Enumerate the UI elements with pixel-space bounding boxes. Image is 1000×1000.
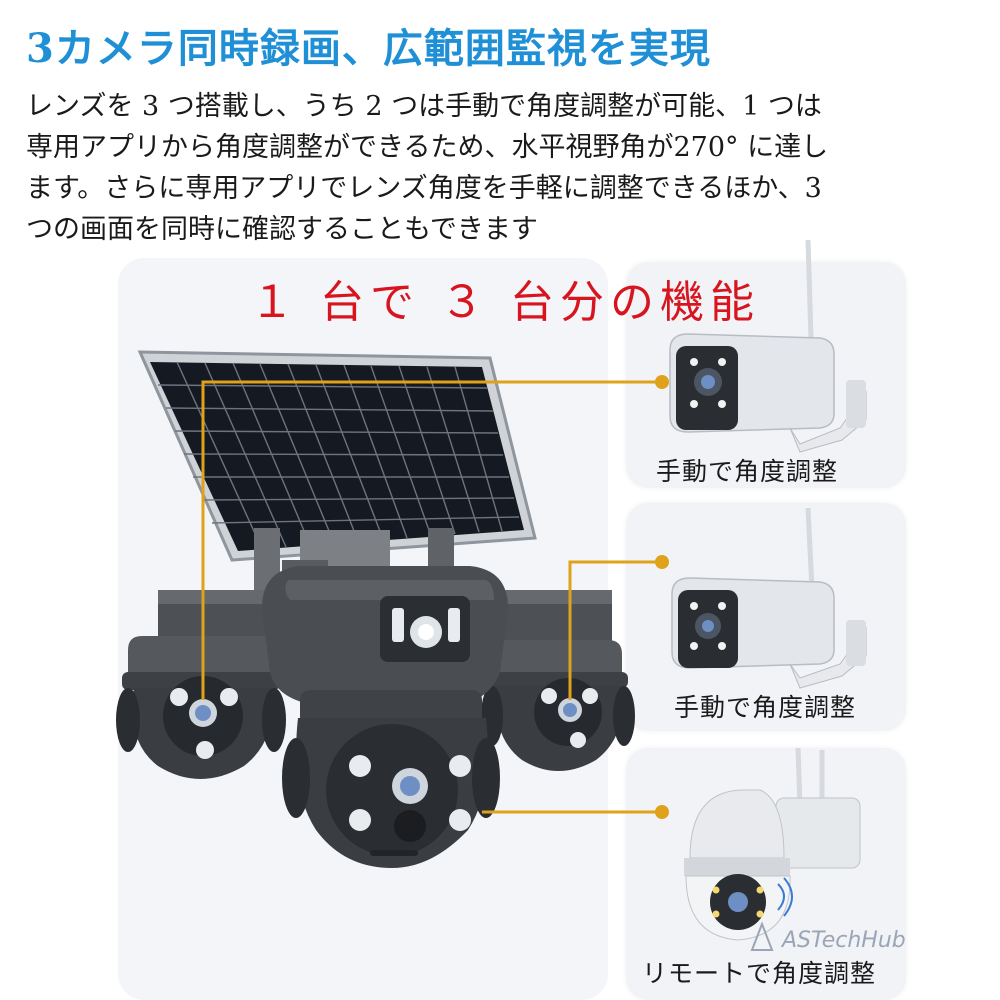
watermark-logo-icon bbox=[750, 921, 774, 951]
description-line: 専用アプリから角度調整ができるため、水平視野角が270° に達し bbox=[26, 132, 829, 163]
card-label-1: 手動で角度調整 bbox=[656, 457, 839, 486]
connector-lines bbox=[201, 380, 662, 814]
bullet-camera-icon bbox=[671, 507, 867, 689]
description-line: レンズを 3 つ搭載し、うち 2 つは手動で角度調整が可能、1 つは bbox=[26, 91, 822, 122]
center-camera-icon bbox=[262, 566, 508, 868]
connector-dot bbox=[655, 555, 669, 569]
headline: 3カメラ同時録画、広範囲監視を実現 bbox=[26, 25, 711, 72]
left-camera-icon bbox=[116, 636, 286, 779]
description: レンズを 3 つ搭載し、うち 2 つは手動で角度調整が可能、1 つは 専用アプリ… bbox=[26, 86, 976, 250]
connector-dot bbox=[655, 805, 669, 819]
right-camera-icon bbox=[481, 640, 635, 771]
bullet-camera-icon bbox=[669, 239, 867, 453]
card-label-2: 手動で角度調整 bbox=[674, 693, 857, 722]
card-label-3: リモートで角度調整 bbox=[642, 959, 877, 988]
main-title: １ 台で ３ 台分の機能 bbox=[250, 277, 760, 328]
watermark-text: ASTechHub bbox=[782, 928, 906, 953]
solar-panel-icon bbox=[137, 350, 537, 562]
description-line: つの画面を同時に確認することもできます bbox=[26, 214, 538, 245]
dome-camera-icon bbox=[684, 747, 861, 941]
connector-dot bbox=[655, 375, 669, 389]
description-line: ます。さらに専用アプリでレンズ角度を手軽に調整できるほか、3 bbox=[26, 173, 822, 204]
